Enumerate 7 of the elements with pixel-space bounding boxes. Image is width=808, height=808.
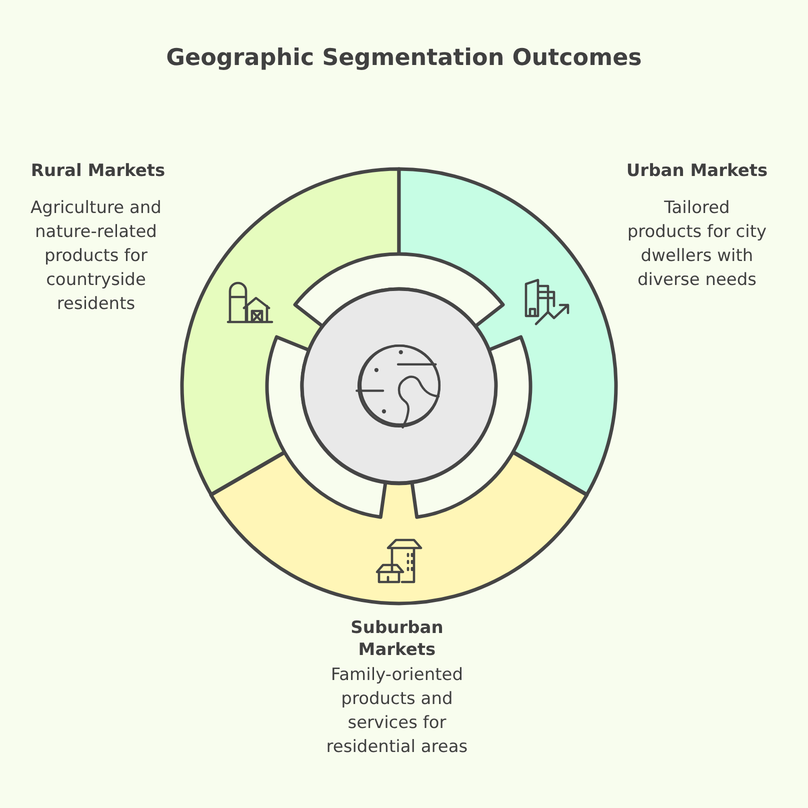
segment-description: Family-oriented products and services for residential areas <box>325 664 469 759</box>
segment-description: Agriculture and nature-related products for countryside residents <box>30 197 162 316</box>
segment-description: Tailored products for city dwellers with diverse needs <box>626 197 768 292</box>
segment-heading: Urban Markets <box>626 160 768 182</box>
segment-heading: Suburban Markets <box>350 617 444 661</box>
diagram-title: Geographic Segmentation Outcomes <box>166 44 642 72</box>
segment-heading: Rural Markets <box>30 160 166 182</box>
